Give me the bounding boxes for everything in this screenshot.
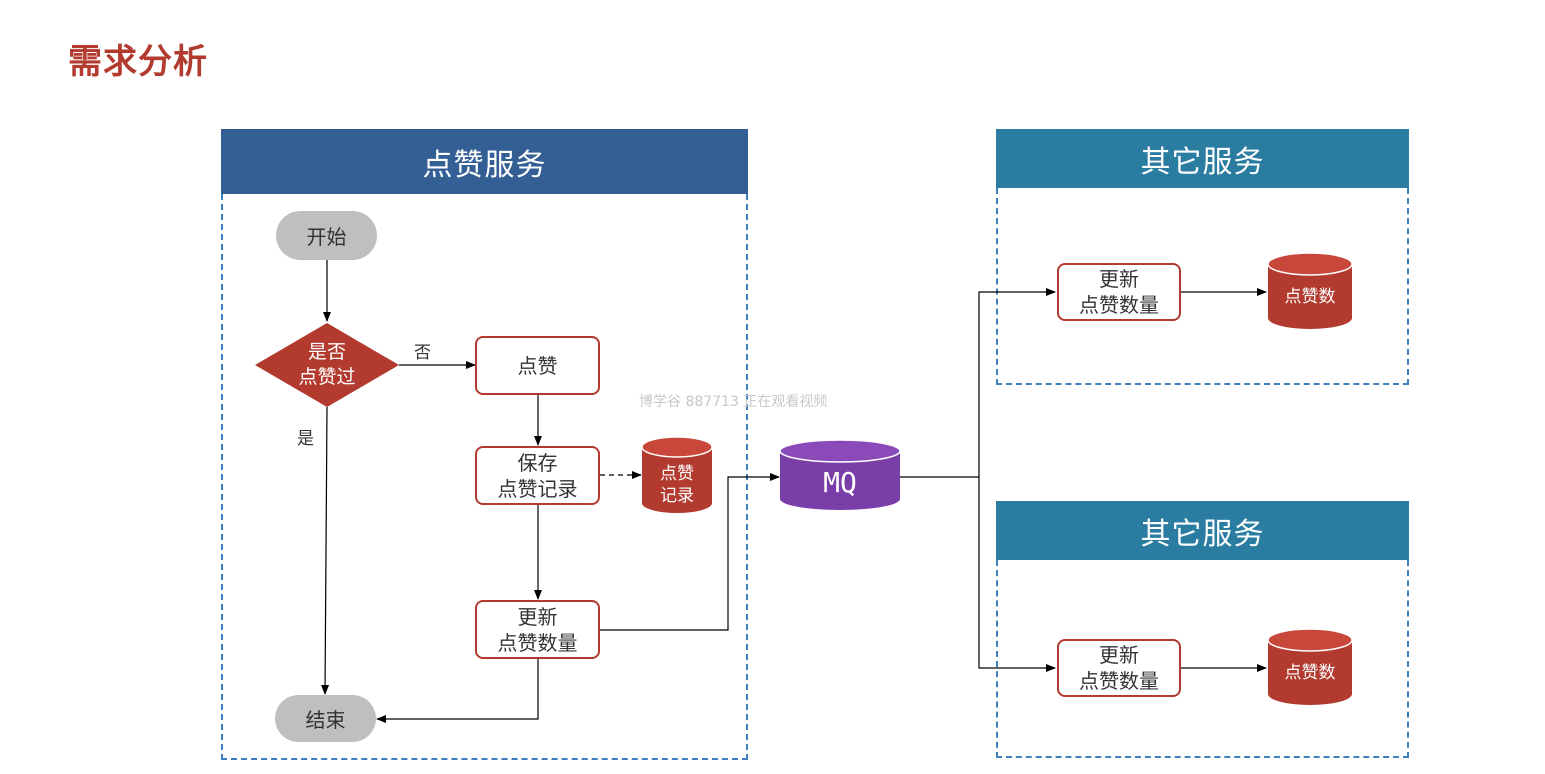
decision-diamond bbox=[255, 323, 399, 407]
like-count-db-cylinder-2 bbox=[1267, 628, 1353, 705]
yes-label: 是 bbox=[297, 429, 314, 449]
like-node: 点赞 bbox=[475, 336, 600, 395]
other-service-2-db-label: 点赞数 bbox=[1284, 663, 1336, 683]
arrow-mq-to-service-2 bbox=[978, 477, 1056, 672]
like-node-label: 点赞 bbox=[517, 353, 558, 378]
other-service-2-update-line-2: 点赞数量 bbox=[1079, 669, 1159, 693]
like-record-db-label: 点赞 记录 bbox=[642, 462, 712, 508]
like-record-db-line-2: 记录 bbox=[660, 486, 694, 506]
end-node: 结束 bbox=[275, 695, 376, 742]
start-node: 开始 bbox=[276, 211, 377, 260]
page-title: 需求分析 bbox=[68, 42, 208, 82]
decision-line-2: 点赞过 bbox=[298, 366, 356, 388]
update-count-line-1: 更新 bbox=[517, 604, 558, 629]
other-service-header-2: 其它服务 bbox=[996, 501, 1409, 560]
save-record-node: 保存 点赞记录 bbox=[475, 446, 600, 505]
arrow-mq-to-service-1 bbox=[978, 288, 1056, 477]
other-service-1-update-node: 更新 点赞数量 bbox=[1057, 263, 1181, 321]
mq-label: MQ bbox=[823, 466, 857, 499]
decision-line-1: 是否 bbox=[307, 341, 346, 363]
other-service-2-update-line-1: 更新 bbox=[1099, 643, 1139, 667]
like-count-db-cylinder-1 bbox=[1267, 252, 1353, 329]
other-service-1-update-line-2: 点赞数量 bbox=[1079, 293, 1159, 317]
other-service-header-1: 其它服务 bbox=[996, 129, 1409, 188]
update-count-node: 更新 点赞数量 bbox=[475, 600, 600, 659]
other-service-1-update-line-1: 更新 bbox=[1099, 267, 1139, 291]
other-service-panel-1 bbox=[996, 188, 1409, 385]
other-service-panel-2 bbox=[996, 560, 1409, 758]
arrow-update-to-end bbox=[376, 659, 539, 723]
decision-text: 是否 点赞过 bbox=[275, 338, 379, 392]
arrow-update-to-mq bbox=[600, 473, 780, 631]
watermark: 博学谷 887713 正在观看视频 bbox=[639, 394, 828, 410]
mq-cylinder bbox=[779, 439, 901, 510]
other-service-1-db-label: 点赞数 bbox=[1284, 287, 1336, 307]
save-record-line-2: 点赞记录 bbox=[497, 476, 578, 501]
update-count-line-2: 点赞数量 bbox=[497, 630, 578, 655]
save-record-line-1: 保存 bbox=[517, 450, 558, 475]
arrow-decision-to-end bbox=[321, 406, 330, 695]
like-record-db-cylinder bbox=[641, 436, 713, 513]
other-service-2-update-node: 更新 点赞数量 bbox=[1057, 639, 1181, 697]
no-label: 否 bbox=[414, 343, 431, 363]
like-record-db-line-1: 点赞 bbox=[660, 464, 694, 484]
like-service-header: 点赞服务 bbox=[221, 129, 748, 194]
